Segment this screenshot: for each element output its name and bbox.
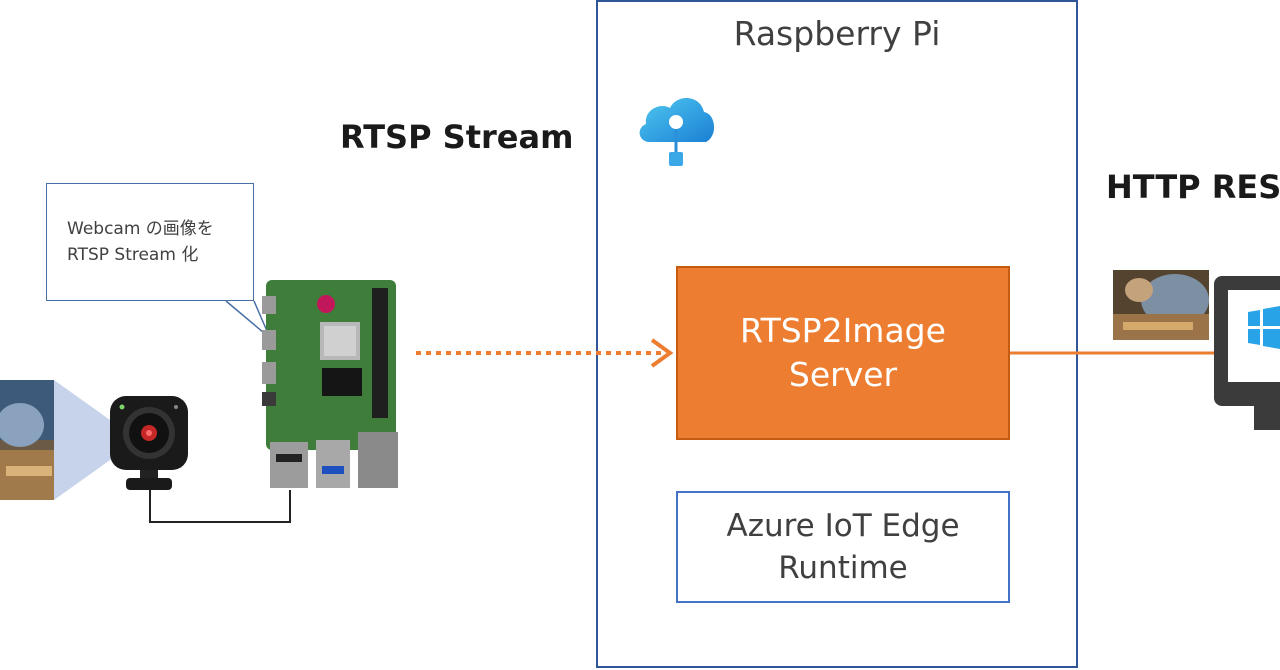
usb-cable bbox=[149, 486, 291, 523]
server-box-line1: RTSP2Image bbox=[740, 311, 946, 350]
runtime-box-line2: Runtime bbox=[778, 550, 908, 586]
rtsp2image-server-box: RTSP2Image Server bbox=[676, 266, 1010, 440]
callout-line2: RTSP Stream 化 bbox=[67, 245, 199, 265]
raspberry-pi-title: Raspberry Pi bbox=[733, 14, 941, 53]
windows-monitor-icon bbox=[1214, 276, 1280, 430]
callout-box: Webcam の画像を RTSP Stream 化 bbox=[46, 183, 254, 301]
webcam-view-cone bbox=[54, 380, 124, 500]
webcam-icon bbox=[110, 396, 188, 490]
raspberry-pi-container bbox=[596, 0, 1078, 668]
person-photo-left bbox=[0, 380, 54, 500]
callout-line1: Webcam の画像を bbox=[67, 219, 214, 239]
azure-iot-edge-icon bbox=[639, 97, 715, 166]
iot-edge-runtime-box: Azure IoT Edge Runtime bbox=[676, 491, 1010, 603]
runtime-box-line1: Azure IoT Edge bbox=[726, 508, 960, 544]
rtsp-arrowhead bbox=[650, 338, 674, 368]
person-photo-right bbox=[1113, 270, 1209, 340]
server-box-line2: Server bbox=[788, 355, 898, 394]
http-label: HTTP RES bbox=[1106, 168, 1280, 206]
rtsp-stream-label: RTSP Stream bbox=[340, 118, 574, 156]
raspberry-pi-board-icon bbox=[262, 280, 398, 488]
